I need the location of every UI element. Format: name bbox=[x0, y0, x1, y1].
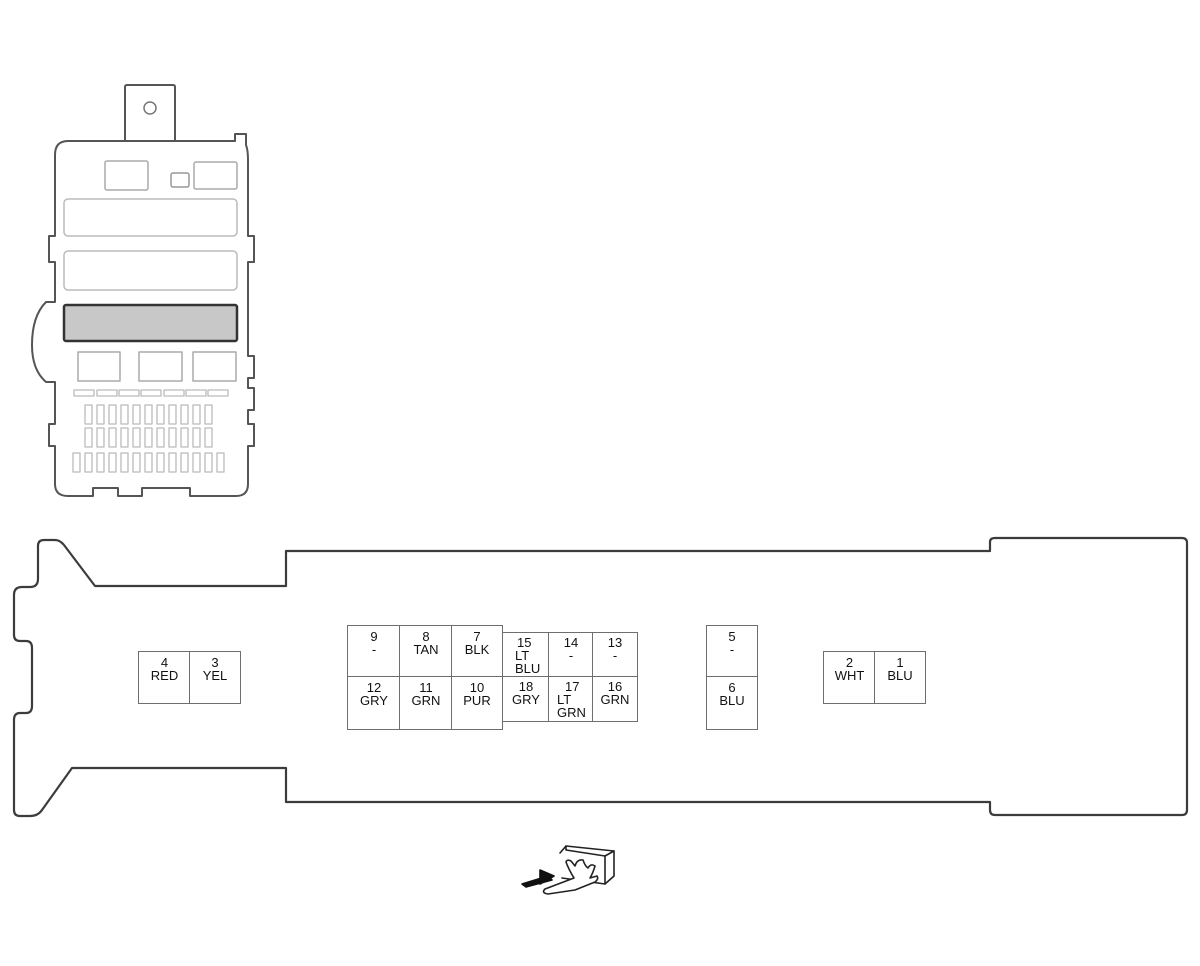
pin-number: 17 bbox=[565, 679, 580, 694]
pin-number: 16 bbox=[607, 679, 623, 694]
pin-number: 7 bbox=[473, 629, 481, 644]
pin-number: 8 bbox=[422, 629, 430, 644]
pin-number: 18 bbox=[518, 679, 534, 694]
pin-number: 10 bbox=[469, 680, 485, 695]
wire-color: LT GRN bbox=[557, 692, 586, 720]
pin-1: 1 BLU bbox=[874, 651, 926, 704]
wire-color: BLU bbox=[887, 668, 913, 683]
pin-number: 13 bbox=[607, 635, 623, 650]
wire-color: LT BLU bbox=[515, 648, 541, 676]
pin-8: 8 TAN bbox=[399, 625, 453, 678]
connector-outline bbox=[12, 536, 1189, 818]
pin-15: 15 LT BLU bbox=[502, 632, 550, 678]
wire-color: GRN bbox=[411, 693, 441, 708]
wire-color: YEL bbox=[202, 668, 228, 683]
wire-color: - bbox=[568, 648, 574, 663]
wire-color: RED bbox=[150, 668, 179, 683]
pin-number: 2 bbox=[845, 655, 854, 670]
pin-3: 3 YEL bbox=[189, 651, 241, 704]
pin-16: 16 GRN bbox=[592, 676, 638, 722]
terminal-side-view-icon bbox=[521, 845, 615, 895]
pin-18: 18 GRY bbox=[502, 676, 550, 722]
pin-number: 4 bbox=[160, 655, 169, 670]
fuse-box-locator bbox=[31, 84, 255, 497]
pin-11: 11 GRN bbox=[399, 676, 453, 730]
wire-color: WHT bbox=[834, 668, 865, 683]
pin-number: 15 bbox=[517, 635, 532, 650]
pin-number: 9 bbox=[370, 629, 378, 644]
pin-13: 13 - bbox=[592, 632, 638, 678]
highlighted-connector-slot bbox=[62, 303, 239, 343]
pin-9: 9 - bbox=[347, 625, 401, 678]
wire-color: GRN bbox=[600, 692, 630, 707]
pin-number: 3 bbox=[211, 655, 219, 670]
pin-number: 6 bbox=[728, 680, 736, 695]
wire-color: GRY bbox=[360, 693, 388, 708]
pin-number: 11 bbox=[419, 680, 433, 695]
pin-12: 12 GRY bbox=[347, 676, 401, 730]
wire-color: BLK bbox=[464, 642, 490, 657]
pin-number: 1 bbox=[896, 655, 904, 670]
wire-color: BLU bbox=[719, 693, 745, 708]
mounting-hole-icon bbox=[143, 101, 157, 115]
pin-number: 12 bbox=[366, 680, 382, 695]
pin-number: 14 bbox=[563, 635, 579, 650]
wire-color: PUR bbox=[463, 693, 491, 708]
pin-number: 5 bbox=[728, 629, 736, 644]
wire-color: GRY bbox=[512, 692, 540, 707]
wire-color: - bbox=[371, 642, 377, 657]
wire-color: TAN bbox=[413, 642, 439, 657]
pin-6: 6 BLU bbox=[706, 676, 758, 730]
pin-7: 7 BLK bbox=[451, 625, 503, 678]
wire-color: - bbox=[729, 642, 735, 657]
pin-5: 5 - bbox=[706, 625, 758, 678]
pin-4: 4 RED bbox=[138, 651, 191, 704]
pin-10: 10 PUR bbox=[451, 676, 503, 730]
wire-color: - bbox=[612, 648, 618, 663]
pin-17: 17 LT GRN bbox=[548, 676, 594, 722]
pin-14: 14 - bbox=[548, 632, 594, 678]
pin-2: 2 WHT bbox=[823, 651, 876, 704]
